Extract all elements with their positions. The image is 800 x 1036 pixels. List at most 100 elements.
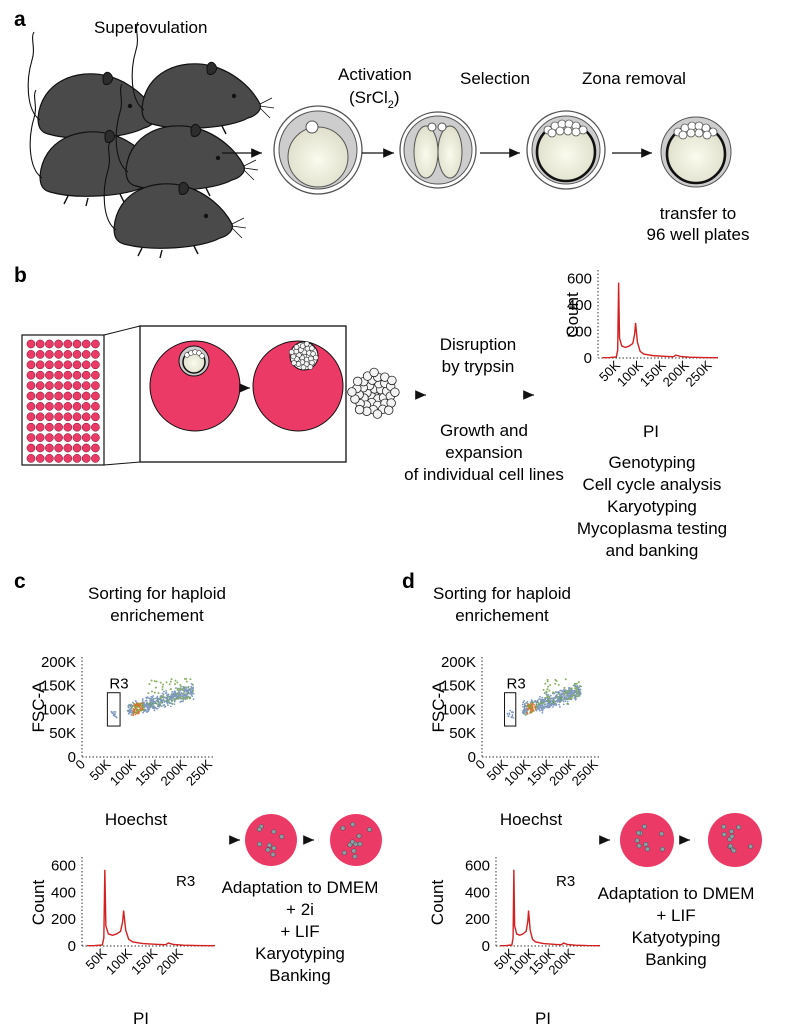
histogram-series (602, 282, 719, 359)
y-tick-label: 150K (41, 678, 76, 695)
cell (731, 848, 737, 854)
cell (387, 375, 397, 386)
y-axis-label: Count (563, 292, 582, 338)
well (26, 360, 36, 370)
scatter-point (115, 716, 118, 719)
y-tick-label: 100K (41, 701, 76, 718)
well (91, 350, 100, 359)
scatter-d: 200K150K100K50K0050K100K150K200K250KR3FS… (429, 654, 601, 829)
well (26, 370, 36, 380)
scatter-point (173, 697, 176, 700)
selection-label: Selection (460, 69, 530, 88)
scatter-point (562, 700, 565, 703)
scatter-point (537, 701, 540, 704)
scatter-point (535, 709, 538, 712)
y-tick-label: 400 (465, 884, 490, 901)
scatter-point (544, 706, 547, 708)
well (35, 433, 45, 442)
well (72, 454, 82, 463)
analysis-item: and banking (606, 541, 699, 560)
scatter-point (575, 682, 578, 685)
scatter-point (154, 686, 157, 689)
scatter-point (132, 713, 135, 715)
scatter-point (162, 699, 164, 702)
gate-label: R3 (176, 873, 195, 890)
scatter-point (550, 703, 553, 706)
scatter-point (190, 683, 193, 685)
well (54, 454, 63, 463)
scatter-point (521, 703, 524, 706)
scatter-point (565, 690, 568, 693)
well (81, 454, 91, 463)
scatter-point (578, 684, 581, 687)
scatter-point (174, 679, 177, 682)
well (45, 339, 54, 349)
scatter-point (512, 711, 514, 714)
scatter-point (548, 706, 551, 709)
scatter-point (145, 696, 148, 699)
scatter-point (162, 697, 165, 700)
cell (257, 841, 263, 847)
scatter-point (179, 684, 182, 687)
well (81, 443, 91, 453)
scatter-point (178, 696, 181, 699)
cell (293, 344, 300, 350)
scatter-point (541, 711, 544, 714)
scatter-point (536, 708, 538, 710)
well (81, 350, 91, 359)
cell (372, 409, 383, 419)
well-plate (21, 334, 105, 466)
scatter-point (189, 692, 191, 695)
scatter-point (529, 701, 532, 704)
scatter-point (150, 679, 153, 682)
scatter-point (167, 693, 170, 696)
colony-icon (347, 367, 400, 419)
scatter-point (569, 692, 572, 695)
scatter-point (183, 694, 186, 696)
scatter-point (543, 692, 546, 694)
scatter-point (565, 694, 568, 697)
scatter-point (160, 705, 163, 708)
well (63, 412, 73, 422)
well (45, 370, 54, 380)
scatter-point (578, 695, 581, 697)
adaptation-item: Karyotyping (255, 944, 345, 963)
well (63, 381, 73, 390)
well (72, 433, 82, 442)
scatter-point (185, 687, 188, 690)
scatter-point (559, 698, 562, 701)
gate-label: R3 (556, 873, 575, 890)
y-tick-label: 0 (468, 749, 476, 766)
y-tick-label: 200 (51, 911, 76, 928)
y-axis-label: FSC-A (29, 681, 48, 733)
scatter-point (145, 699, 148, 702)
well (63, 360, 73, 370)
scatter-point (540, 707, 543, 710)
well (81, 391, 91, 401)
y-tick-label: 0 (584, 350, 592, 367)
cell (659, 831, 665, 837)
well (81, 381, 91, 390)
analysis-item: Mycoplasma testing (577, 519, 727, 538)
scatter-point (541, 696, 544, 699)
scatter-point (185, 693, 188, 696)
well (54, 422, 63, 432)
scatter-point (547, 685, 550, 688)
scatter-point (543, 703, 546, 706)
well (26, 391, 36, 401)
well (81, 370, 91, 380)
scatter-point (563, 691, 566, 694)
cell (636, 843, 642, 849)
y-tick-label: 600 (465, 858, 490, 875)
culture-dish-icon (708, 813, 762, 867)
scatter-point (162, 695, 165, 698)
scatter-point (166, 697, 169, 700)
well (35, 350, 45, 359)
gate-label: R3 (109, 676, 128, 693)
cell (303, 341, 310, 347)
x-tick-label: 250K (569, 756, 601, 788)
zona-free-blastocyst-icon (660, 116, 732, 188)
scatter-point (533, 703, 535, 706)
well (81, 412, 91, 422)
